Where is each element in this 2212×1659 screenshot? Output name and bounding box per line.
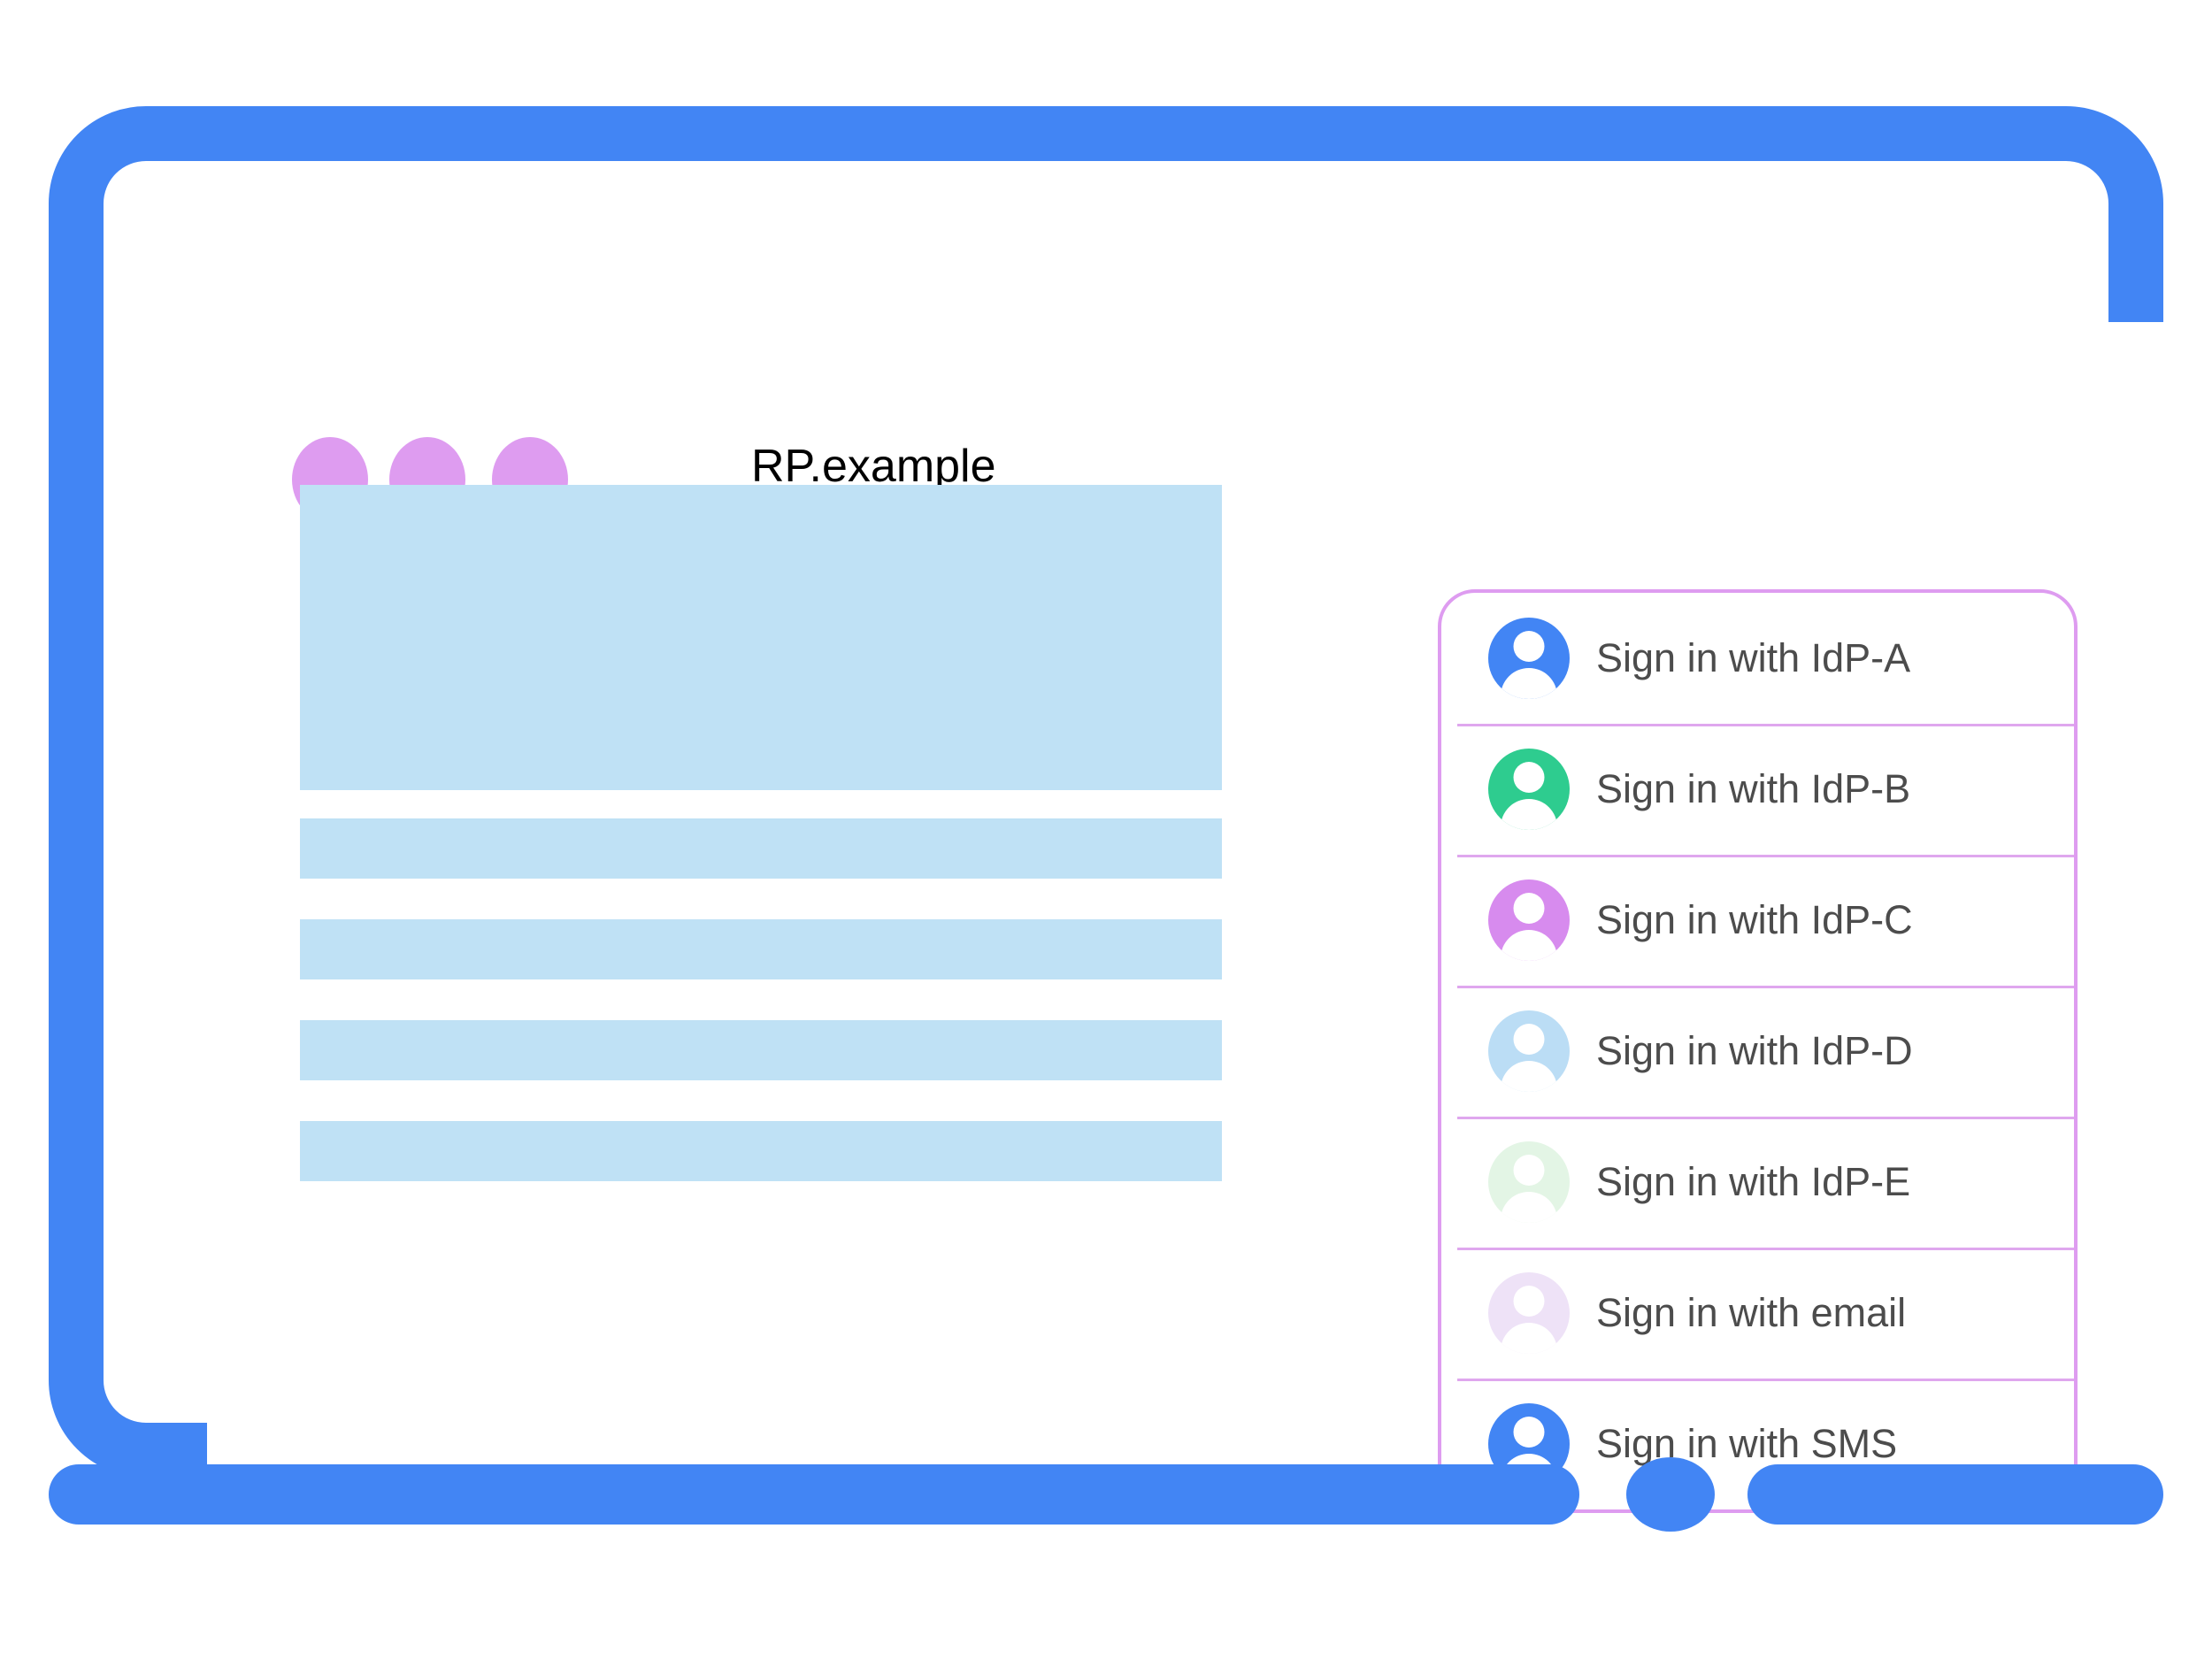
account-row-label: Sign in with IdP-C xyxy=(1596,897,1913,942)
account-row[interactable]: Sign in with IdP-C xyxy=(1441,855,2074,986)
text-bar-4 xyxy=(300,1121,1222,1181)
account-avatar-icon xyxy=(1488,1272,1570,1354)
account-row-label: Sign in with email xyxy=(1596,1290,1907,1335)
page-title: RP.example xyxy=(751,441,996,492)
account-row-label: Sign in with IdP-E xyxy=(1596,1159,1911,1204)
text-bar-2 xyxy=(300,919,1222,979)
hero-block xyxy=(300,485,1222,790)
text-bar-1 xyxy=(300,818,1222,879)
account-row[interactable]: Sign in with IdP-E xyxy=(1441,1117,2074,1248)
account-row[interactable]: Sign in with SMS xyxy=(1441,1379,2074,1509)
account-avatar-icon xyxy=(1488,879,1570,961)
account-row-label: Sign in with SMS xyxy=(1596,1421,1898,1466)
home-button[interactable] xyxy=(1626,1457,1715,1532)
account-row[interactable]: Sign in with IdP-B xyxy=(1441,724,2074,855)
account-row-label: Sign in with IdP-A xyxy=(1596,635,1911,680)
device-bottom-bar-left xyxy=(49,1464,1579,1525)
account-avatar-icon xyxy=(1488,618,1570,699)
device-bottom-bar-right xyxy=(1747,1464,2163,1525)
account-avatar-icon xyxy=(1488,1010,1570,1092)
page-content-placeholders xyxy=(300,485,1222,1222)
text-bar-3 xyxy=(300,1020,1222,1080)
account-row[interactable]: Sign in with IdP-A xyxy=(1441,593,2074,724)
account-chooser-panel: Sign in with IdP-A Sign in with IdP-B Sign… xyxy=(1438,589,2078,1513)
account-avatar-icon xyxy=(1488,1141,1570,1223)
account-row-label: Sign in with IdP-D xyxy=(1596,1028,1913,1073)
account-row[interactable]: Sign in with email xyxy=(1441,1248,2074,1379)
account-avatar-icon xyxy=(1488,749,1570,830)
browser-title-bar: RP.example xyxy=(207,322,2212,522)
account-row[interactable]: Sign in with IdP-D xyxy=(1441,986,2074,1117)
account-row-label: Sign in with IdP-B xyxy=(1596,766,1911,811)
